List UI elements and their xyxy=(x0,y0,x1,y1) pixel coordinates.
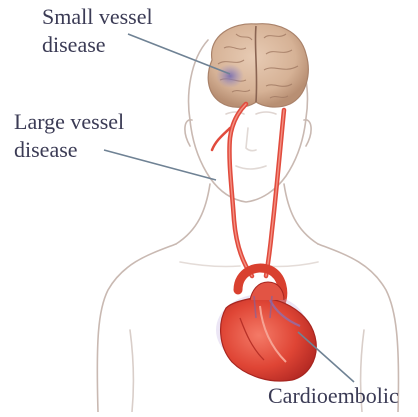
large-vessel-disease-label: Large vessel disease xyxy=(14,108,124,164)
brain-icon xyxy=(208,24,308,108)
small-vessel-label-line-1: Small vessel xyxy=(42,3,153,31)
cardioembolic-label: Cardioembolic xyxy=(268,382,399,410)
small-vessel-label-line-2: disease xyxy=(42,31,153,59)
lesion-spot xyxy=(216,64,244,88)
large-vessel-label-line-2: disease xyxy=(14,136,124,164)
heart-icon xyxy=(216,282,316,381)
small-vessel-disease-label: Small vessel disease xyxy=(42,3,153,59)
large-vessel-label-line-1: Large vessel xyxy=(14,108,124,136)
